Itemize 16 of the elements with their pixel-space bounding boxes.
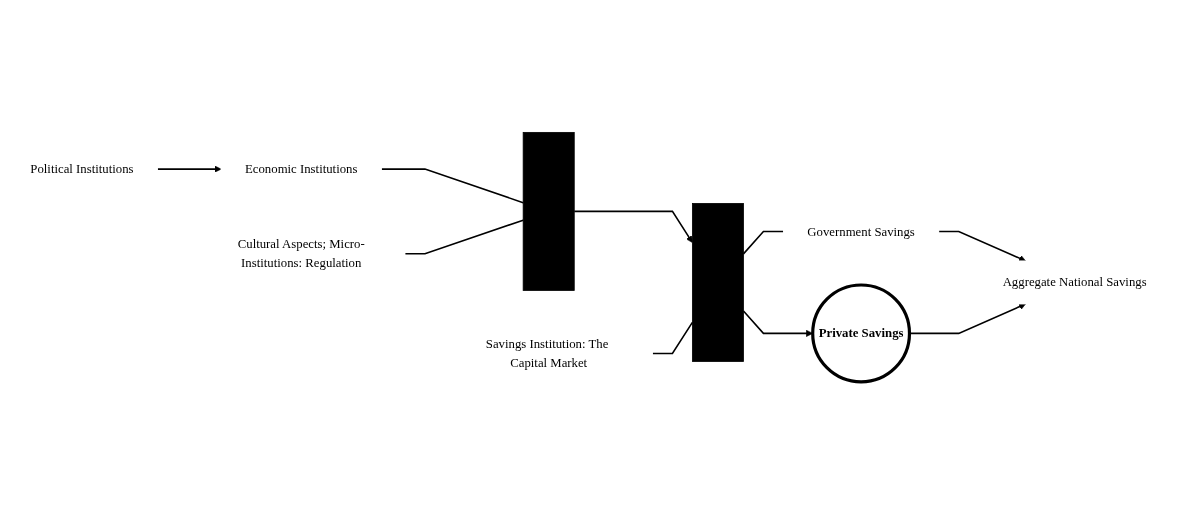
connector (651, 321, 694, 355)
node-text: Aggregate National Savings (1002, 275, 1147, 289)
arrow (938, 230, 1026, 262)
node-text: Savings Institution: The Capital Market (485, 336, 609, 370)
node-box (522, 131, 575, 291)
node-circle: Private Savings (811, 283, 912, 384)
arrow (573, 210, 693, 243)
node-text: Government Savings (807, 224, 915, 238)
node-text: Cultural Aspects; Micro-Institutions: Regulation (237, 236, 365, 270)
node-text: Economic Institutions (245, 161, 358, 176)
node-text: Political Institutions (30, 161, 134, 176)
connector (404, 219, 524, 255)
arrow (156, 165, 222, 173)
connector (380, 168, 524, 204)
connector (742, 230, 785, 255)
node-box (692, 203, 744, 362)
